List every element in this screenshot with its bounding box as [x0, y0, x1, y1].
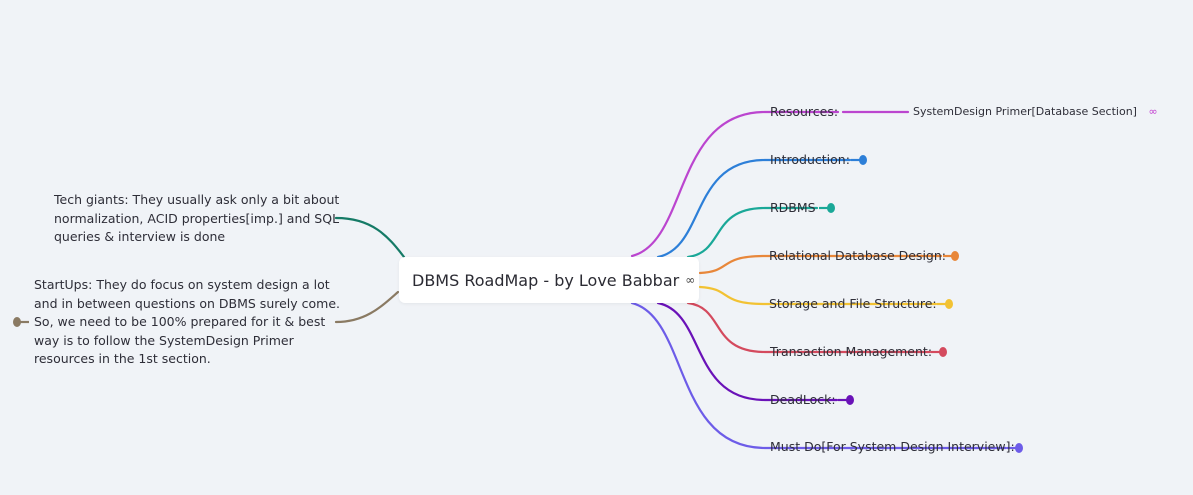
- connector-0: [630, 110, 840, 258]
- branch-label: Storage and File Structure:: [769, 296, 937, 311]
- branch-introduction[interactable]: Introduction:: [770, 151, 850, 169]
- collapse-handle-icon[interactable]: [13, 317, 29, 327]
- connector-tech-giants: [334, 216, 406, 259]
- note-line: normalization, ACID properties[imp.] and…: [54, 210, 340, 226]
- note-line: StartUps: They do focus on system design…: [34, 277, 330, 292]
- branch-transaction-management[interactable]: Transaction Management:: [770, 343, 932, 361]
- connector-startups: [334, 290, 400, 324]
- connector-1: [656, 158, 852, 259]
- connectors: [334, 110, 1008, 450]
- branch-label: RDBMS: [770, 200, 816, 215]
- connector-5: [686, 301, 932, 354]
- branch-storage-file-structure[interactable]: Storage and File Structure:: [769, 295, 937, 313]
- branch-must-do[interactable]: Must Do[For System Design Interview]:: [770, 438, 1015, 456]
- branch-label: DeadLock:: [770, 392, 836, 407]
- collapse-handle-icon[interactable]: [819, 203, 835, 213]
- branch-resources[interactable]: Resources:: [770, 103, 838, 121]
- link-icon[interactable]: ∞: [1148, 105, 1158, 118]
- branch-label: Must Do[For System Design Interview]:: [770, 439, 1015, 454]
- child-label: SystemDesign Primer[Database Section]: [913, 105, 1137, 118]
- collapse-handles: [13, 155, 1023, 453]
- connector-6: [656, 301, 839, 402]
- collapse-handle-icon[interactable]: [943, 251, 959, 261]
- branch-relational-database-design[interactable]: Relational Database Design:: [769, 247, 946, 265]
- child-systemdesign-primer[interactable]: SystemDesign Primer[Database Section] ∞: [913, 103, 1158, 121]
- collapse-handle-icon[interactable]: [937, 299, 953, 309]
- note-line: queries & interview is done: [54, 229, 226, 244]
- branch-label: Transaction Management:: [770, 344, 933, 359]
- note-line: way is to follow the SystemDesign Primer: [34, 332, 294, 348]
- branch-rdbms[interactable]: RDBMS: [770, 199, 816, 217]
- root-node[interactable]: DBMS RoadMap - by Love Babbar ∞: [399, 257, 699, 303]
- branch-label: Resources:: [770, 104, 839, 119]
- branch-deadlock[interactable]: DeadLock:: [770, 391, 836, 409]
- note-startups[interactable]: StartUps: They do focus on system design…: [34, 276, 340, 369]
- collapse-handle-icon[interactable]: [838, 395, 854, 405]
- connector-7: [630, 301, 1008, 450]
- branch-label: Introduction:: [770, 152, 850, 167]
- root-title: DBMS RoadMap - by Love Babbar: [412, 270, 680, 290]
- connector-4: [698, 285, 938, 306]
- note-tech-giants[interactable]: Tech giants: They usually ask only a bit…: [54, 191, 339, 247]
- note-line: resources in the 1st section.: [34, 351, 211, 366]
- connector-3: [698, 254, 943, 275]
- branch-label: Relational Database Design:: [769, 248, 946, 263]
- collapse-handle-icon[interactable]: [851, 155, 867, 165]
- note-line: and in between questions on DBMS surely …: [34, 295, 341, 311]
- note-line: Tech giants: They usually ask only a bit…: [54, 192, 340, 207]
- collapse-handle-icon[interactable]: [931, 347, 947, 357]
- connector-2: [686, 206, 819, 259]
- link-icon[interactable]: ∞: [685, 273, 696, 287]
- collapse-handle-icon[interactable]: [1007, 443, 1023, 453]
- note-line: So, we need to be 100% prepared for it &…: [34, 314, 326, 329]
